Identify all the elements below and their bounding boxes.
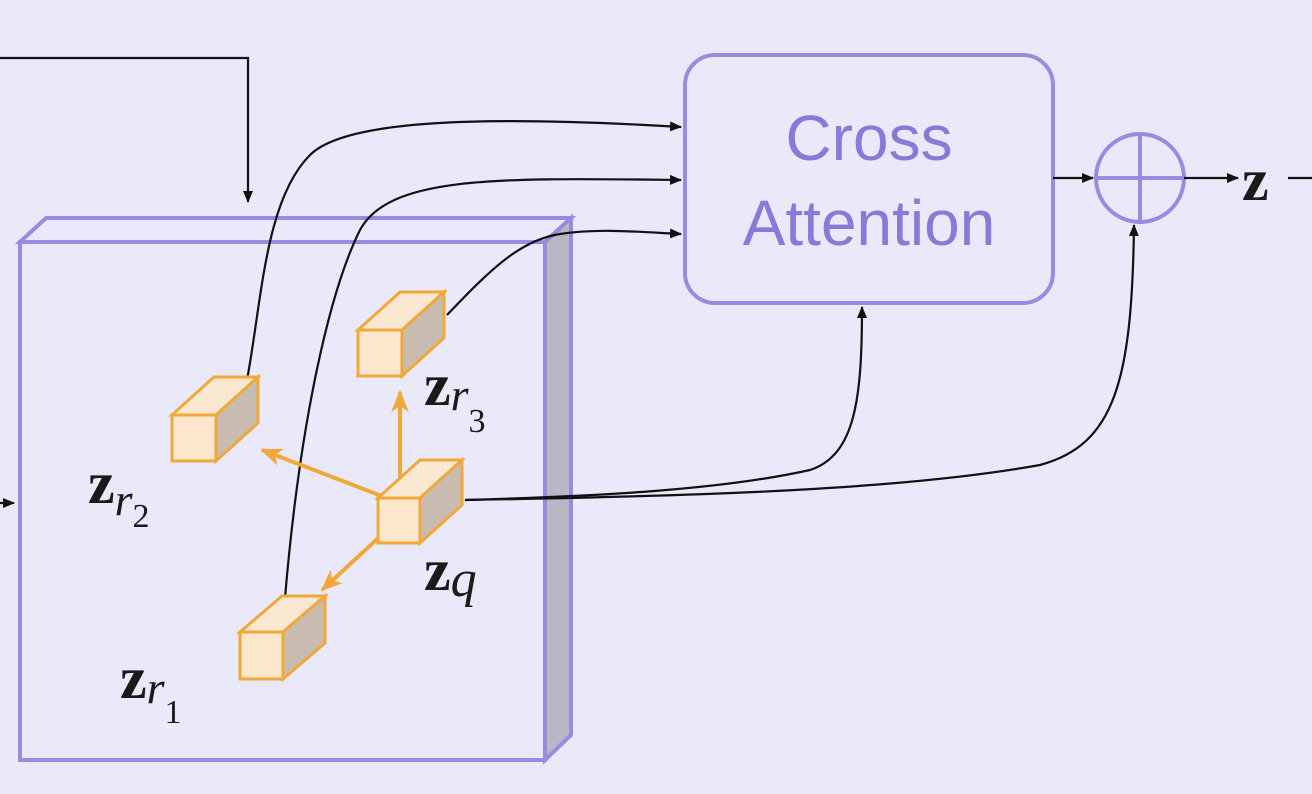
cube-zr3 xyxy=(354,288,448,380)
cube-zq xyxy=(374,456,466,547)
label-z-r2: zr2 xyxy=(88,450,150,535)
cube-zr1 xyxy=(235,592,330,683)
label-z-r3: zr3 xyxy=(424,352,486,440)
input-line-top xyxy=(0,56,253,203)
cross-attention-box: Cross Attention xyxy=(683,53,1055,305)
zr3-to-attention-line xyxy=(446,228,682,316)
zq-to-sum-line xyxy=(464,224,1139,502)
sum-node xyxy=(1094,132,1186,224)
label-z-q: zq xyxy=(424,537,477,608)
output-label-z: z xyxy=(1242,147,1269,213)
cube-zr2 xyxy=(168,373,262,465)
zq-to-attention-line xyxy=(464,306,867,502)
zr1-to-attention-line xyxy=(283,174,682,599)
zr2-to-attention-line xyxy=(245,120,682,381)
offset-arrow-to-zr2 xyxy=(260,448,401,505)
label-z-r1: zr1 xyxy=(120,645,182,731)
cross-attention-label-line1: Cross xyxy=(785,102,952,174)
cross-attention-label-line2: Attention xyxy=(743,187,996,259)
